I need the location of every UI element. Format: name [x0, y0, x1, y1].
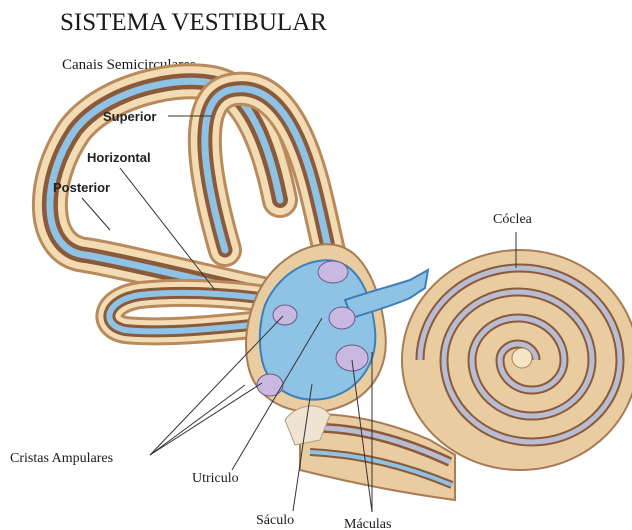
- label-posterior: Posterior: [53, 180, 110, 195]
- diagram-title: SISTEMA VESTIBULAR: [60, 9, 327, 36]
- label-horizontal: Horizontal: [87, 150, 151, 165]
- label-superior: Superior: [103, 109, 156, 124]
- ampulla-posterior: [257, 374, 283, 396]
- macula-saccule: [336, 345, 368, 371]
- label-coclea: Cóclea: [493, 212, 533, 227]
- macula-utricle: [329, 307, 355, 329]
- label-saculo: Sáculo: [256, 513, 294, 528]
- ampulla-superior: [318, 261, 348, 283]
- label-cristas: Cristas Ampulares: [10, 451, 113, 466]
- label-maculas: Máculas: [344, 517, 391, 530]
- label-utriculo: Utriculo: [192, 471, 239, 486]
